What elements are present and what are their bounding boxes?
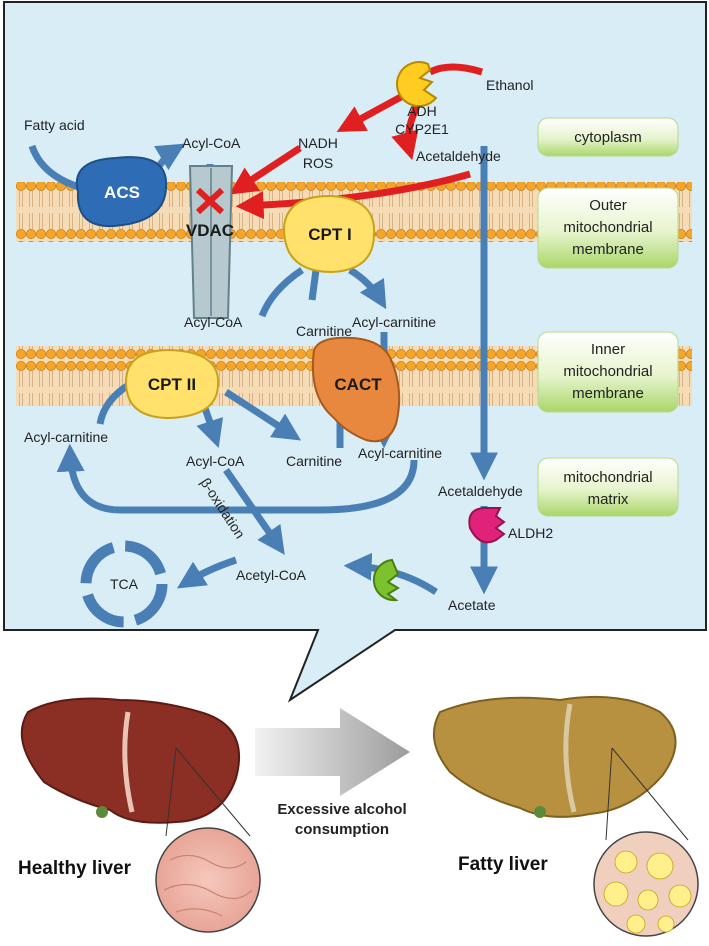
cpt1-left-arc [258,267,304,318]
vdac-inhibition-cross-icon [195,187,225,215]
cpt1-label: CPT I [308,225,351,244]
healthy-liver-illustration [20,697,261,933]
inner-membrane-box: Inner mitochondrial membrane [537,331,679,413]
ros-to-vdac-arrow [228,145,302,195]
cact-label: CACT [334,375,382,394]
acyl-carnitine-matrix-left-label: Acyl-carnitine [24,429,108,445]
outer-membrane-box: Outer mitochondrial membrane [537,187,679,269]
adh-cyp2e1-enzyme [396,61,438,108]
acyl-coa-ims-label: Acyl-CoA [184,314,243,330]
cpt2-enzyme: CPT II [124,348,220,420]
acetyl-coa-to-tca-arrow [176,556,238,589]
acetaldehyde-cytoplasm-label: Acetaldehyde [416,148,501,164]
inner-membrane-line-2: mitochondrial [563,363,652,380]
inner-membrane-line-1: Inner [591,341,625,358]
tca-cycle: TCA [80,540,168,628]
vdac-label: VDAC [186,221,234,240]
healthy-cell-magnifier [155,827,261,933]
cause-line-1: Excessive alcohol [277,801,406,818]
cpt1-enzyme: CPT I [282,194,376,274]
carnitine-ims-label: Carnitine [296,323,352,339]
fatty-acid-to-acs-arrow [28,144,84,192]
vdac-channel: VDAC [186,165,234,319]
aldh2-enzyme [468,507,506,544]
cact-transporter: CACT [311,336,401,443]
inner-membrane-line-3: membrane [572,385,644,402]
acyl-coa-cytoplasm-label: Acyl-CoA [182,135,241,151]
cause-line-2: consumption [295,821,389,838]
outer-membrane-line-1: Outer [589,197,627,214]
healthy-liver-label: Healthy liver [18,858,132,879]
nadh-label: NADH [298,135,338,151]
acs-enzyme: ACS [75,156,168,228]
adh-label: ADH [407,103,437,119]
ethanol-to-adh-arrow [428,63,484,76]
acetyl-coa-synthetase-enzyme [372,558,400,602]
cyp2e1-label: CYP2E1 [395,121,449,137]
cpt2-right-arrow [224,389,302,441]
acetate-label: Acetate [448,597,496,613]
matrix-line-2: matrix [588,491,629,508]
cpt2-label: CPT II [148,375,196,394]
progression-arrow [255,708,410,796]
carnitine-matrix-label: Carnitine [286,453,342,469]
matrix-line-1: mitochondrial [563,469,652,486]
cytoplasm-label: cytoplasm [574,129,642,146]
matrix-box: mitochondrial matrix [537,457,679,517]
outer-membrane-line-3: membrane [572,241,644,258]
aldh2-label: ALDH2 [508,525,553,541]
acetaldehyde-to-vdac-arrow [235,170,471,220]
acetaldehyde-matrix-label: Acetaldehyde [438,483,523,499]
acyl-carnitine-ims-label: Acyl-carnitine [352,314,436,330]
ethanol-label: Ethanol [486,77,533,93]
acs-label: ACS [104,183,140,202]
fatty-liver-illustration [433,695,699,937]
beta-oxidation-arrow [223,468,285,555]
adh-to-nadh-arrow [336,88,412,133]
acyl-coa-matrix-label: Acyl-CoA [186,453,245,469]
cpt1-down-arc [308,269,320,301]
fatty-acid-label: Fatty acid [24,117,85,133]
cpt1-right-arc [348,266,387,310]
acetyl-coa-label: Acetyl-CoA [236,567,307,583]
tca-label: TCA [110,576,139,592]
outer-membrane-line-2: mitochondrial [563,219,652,236]
cytoplasm-box: cytoplasm [537,117,679,157]
fatty-liver-label: Fatty liver [458,854,548,875]
recycle-loop [56,443,418,514]
ros-label: ROS [303,155,333,171]
acyl-carnitine-matrix-label: Acyl-carnitine [358,445,442,461]
